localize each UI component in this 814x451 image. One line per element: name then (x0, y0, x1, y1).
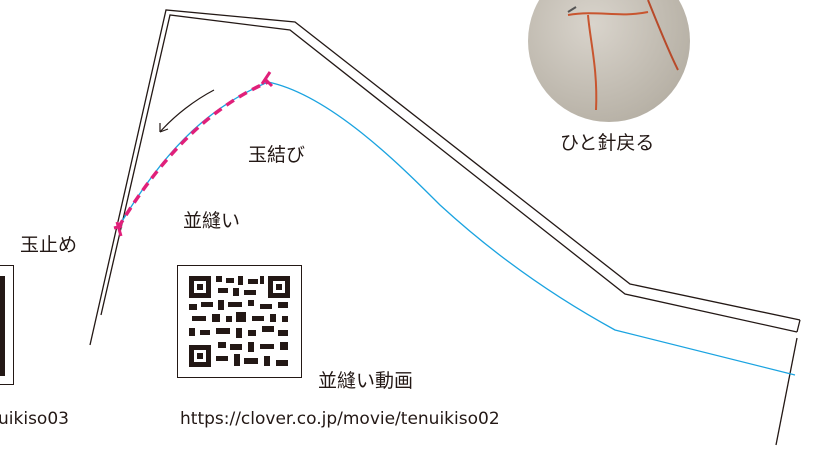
backstitch-label: ひと針戻る (560, 132, 655, 154)
knot-start-mark (260, 71, 274, 88)
qr-code-icon (0, 276, 5, 376)
qr-code-icon (189, 276, 290, 367)
running-stitch-video-url[interactable]: https://clover.co.jp/movie/tenuikiso02 (180, 409, 500, 429)
qr-code-left[interactable] (0, 265, 14, 385)
thread-photo-icon (567, 0, 679, 111)
running-stitch (116, 80, 269, 229)
curved-arrow-icon (159, 89, 215, 133)
fabric-outline (89, 9, 801, 446)
knot-end-label: 玉止め (20, 234, 78, 256)
url-left-partial[interactable]: uikiso03 (0, 409, 69, 429)
video-caption: 並縫い動画 (318, 370, 414, 392)
running-stitch-label: 並縫い (183, 210, 241, 232)
qr-code-running-stitch[interactable] (177, 265, 302, 378)
knot-end-mark (113, 221, 123, 237)
knot-start-label: 玉結び (248, 144, 306, 166)
